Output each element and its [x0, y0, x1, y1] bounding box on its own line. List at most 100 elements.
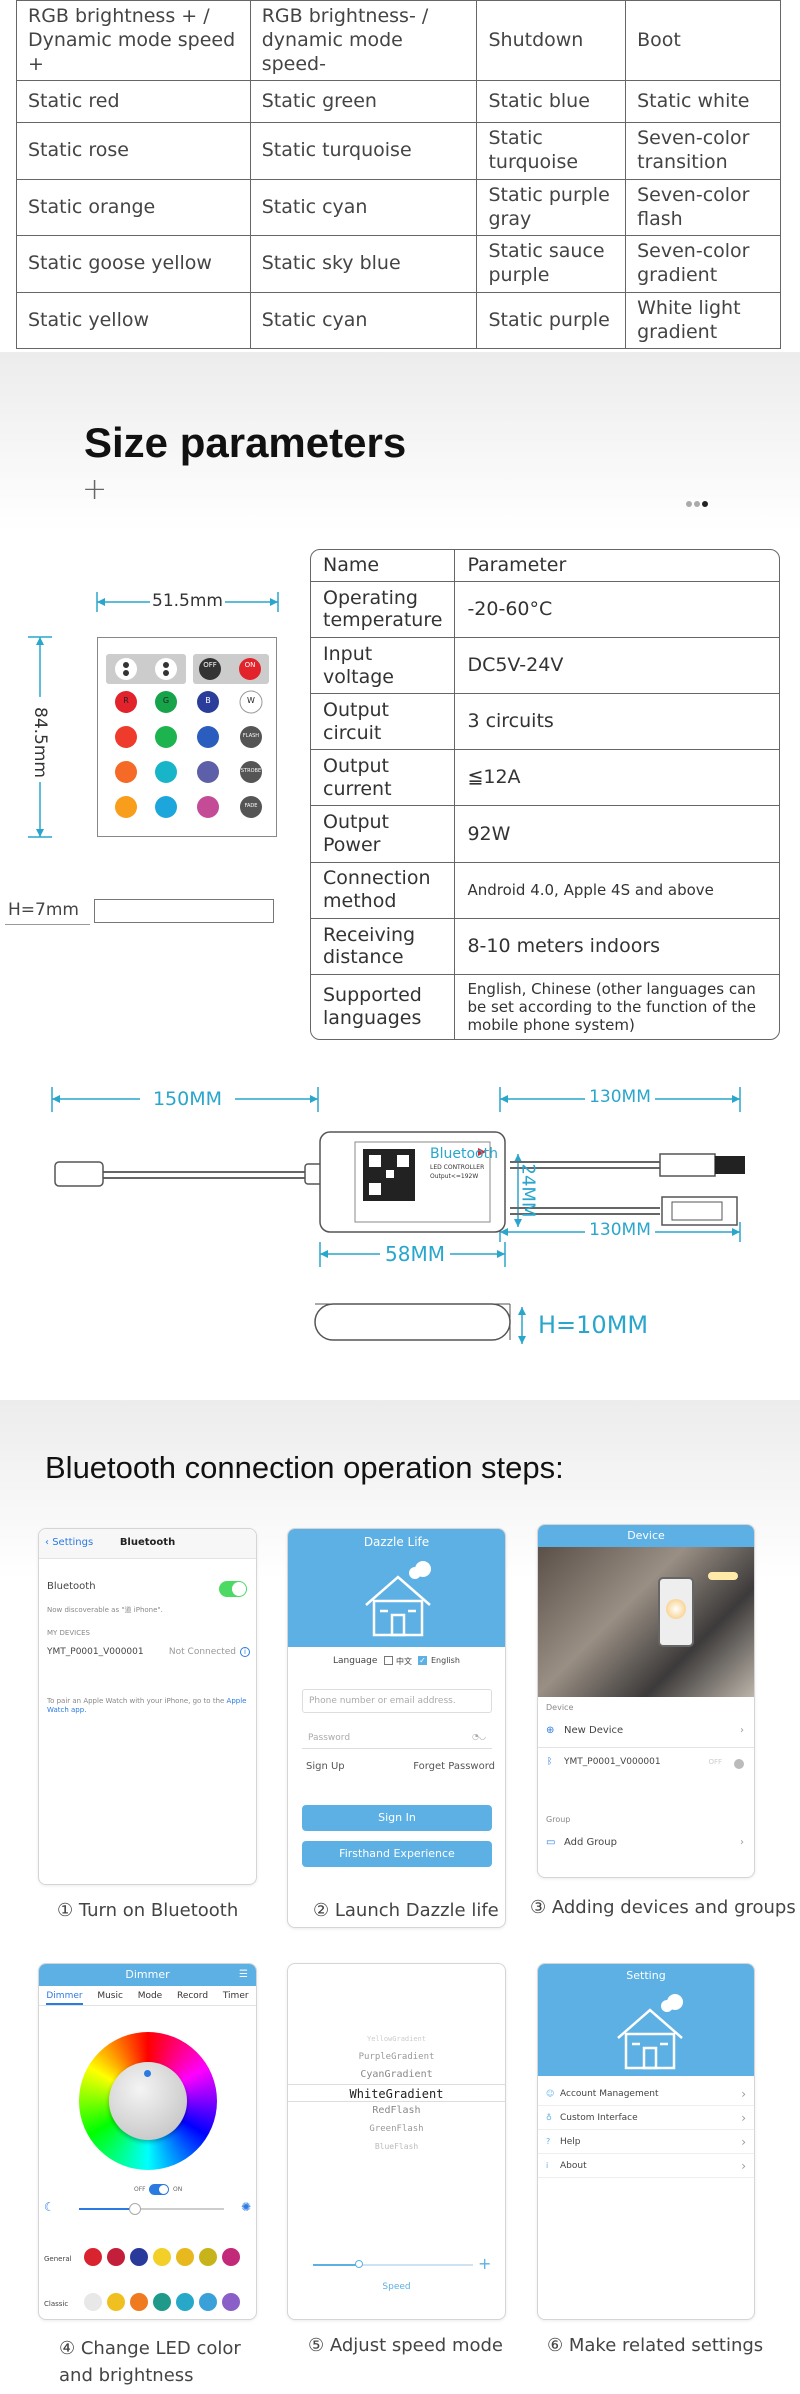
firsthand-experience-button[interactable]: Firsthand Experience [302, 1841, 492, 1867]
speed-slider[interactable] [313, 2260, 473, 2268]
mode-option[interactable]: RedFlash [372, 2105, 421, 2116]
parameter-name-cell: Input voltage [311, 637, 456, 695]
mode-option[interactable]: CyanGradient [360, 2069, 433, 2080]
g-key-label: G [162, 696, 170, 705]
general-color-swatches[interactable] [83, 2247, 253, 2267]
device-off-label: OFF [708, 1758, 722, 1766]
remote-keys [106, 654, 269, 818]
chevron-right-icon: › [741, 2111, 746, 2125]
parameter-value-cell: 8-10 meters indoors [455, 919, 779, 975]
parameter-name-cell: Output current [311, 750, 456, 807]
sign-in-button[interactable]: Sign In [302, 1805, 492, 1831]
settings-sliders-icon[interactable]: ☰ [239, 1969, 248, 1980]
device-header: Device [546, 1703, 574, 1712]
mode-table-header-cell: RGB brightness + / Dynamic mode speed + [16, 0, 251, 82]
bluetooth-label: Bluetooth [47, 1581, 96, 1592]
setting-item[interactable]: ☺Account Management› [538, 2082, 754, 2106]
brightness-slider[interactable] [79, 2203, 224, 2215]
step5-caption: ⑤ Adjust speed mode [308, 2335, 503, 2356]
tab-timer[interactable]: Timer [222, 1991, 249, 2001]
steps-title: Bluetooth connection operation steps: [45, 1450, 564, 1485]
device-row[interactable]: YMT_P0001_V000001 Not Connected i [39, 1647, 256, 1667]
remote-dimension-lines [28, 592, 279, 838]
add-group-row[interactable]: Add Group▭› [538, 1837, 754, 1857]
mode-option[interactable]: GreenFlash [369, 2124, 424, 2134]
mode-table-cell: Seven-color gradient [625, 235, 781, 293]
my-devices-header: MY DEVICES [47, 1629, 90, 1637]
mode-option[interactable]: WhiteGradient [288, 2084, 505, 2102]
mode-option[interactable]: BlueFlash [374, 2142, 419, 2151]
mode-table-cell: White light gradient [625, 291, 781, 350]
speed-plus-icon[interactable]: + [478, 2254, 492, 2273]
mode-table-cell: Static sauce purple [476, 235, 627, 293]
setting-item[interactable]: ♁Custom Interface› [538, 2106, 754, 2130]
bluetooth-toggle[interactable] [219, 1581, 247, 1597]
plus-circle-icon: ⊕ [546, 1725, 555, 1736]
mode-table-cell: Static yellow [16, 291, 251, 350]
classic-color-swatches[interactable] [83, 2292, 253, 2312]
mode-table-cell: Static turquoise [476, 122, 627, 180]
sun-icon: ✺ [240, 2200, 251, 2214]
group-icon: ▭ [546, 1837, 556, 1848]
power-toggle[interactable] [149, 2184, 169, 2195]
info-icon[interactable]: i [240, 1647, 250, 1657]
new-device-row[interactable]: New Device⊕› [538, 1725, 754, 1745]
controller-dimension-drawing: 150MM 130MM 130MM 58MM 24MM H=10MM Bluet… [0, 1082, 800, 1382]
classic-label: Classic [44, 2300, 69, 2308]
moon-icon: ☾ [44, 2200, 55, 2214]
on-key-label: ON [244, 661, 256, 669]
chevron-right-icon: › [740, 1725, 744, 1736]
help-icon: ? [546, 2137, 551, 2146]
forget-password-link[interactable]: Forget Password [413, 1761, 495, 1772]
sign-up-link[interactable]: Sign Up [306, 1761, 345, 1772]
section-title: Size parameters [84, 419, 407, 466]
mode-table-cell: Static rose [16, 122, 251, 180]
bluetooth-title: Bluetooth [119, 1537, 176, 1548]
back-label: Settings [52, 1537, 94, 1548]
phone-placeholder: Phone number or email address. [309, 1696, 456, 1706]
parameter-name-cell: Connection method [311, 862, 456, 919]
password-input[interactable]: Password◔◡ [302, 1729, 492, 1749]
dimmer-title: Dimmer [125, 1968, 170, 1981]
chinese-option: 中文 [396, 1657, 412, 1666]
r-key-label: R [123, 696, 129, 705]
phone-input[interactable]: Phone number or email address. [302, 1689, 492, 1713]
setting-item-label: About [560, 2161, 587, 2171]
step3-caption: ③ Adding devices and groups [530, 1897, 796, 1918]
mode-table-cell: Static red [16, 80, 251, 124]
mode-option[interactable]: PurpleGradient [358, 2052, 435, 2062]
mode-table-cell: Static turquoise [249, 122, 478, 180]
house-logo-icon [365, 1561, 431, 1637]
color-wheel[interactable] [79, 2032, 217, 2170]
tab-record[interactable]: Record [176, 1991, 209, 2001]
bluetooth-icon: ᛒ [547, 1757, 553, 1767]
step4-caption: ④ Change LED color and brightness [59, 2338, 241, 2386]
mode-table-header-row: RGB brightness + / Dynamic mode speed +R… [16, 0, 781, 82]
device-toggle[interactable] [734, 1759, 744, 1769]
strobe-key-label: STROBE [240, 768, 262, 774]
kitchen-photo [538, 1547, 754, 1697]
flash-key-label: FLASH [242, 733, 260, 739]
parameter-name-cell: Operating temperature [311, 581, 456, 638]
parameter-value-cell: -20-60°C [455, 582, 779, 638]
tab-music[interactable]: Music [97, 1991, 123, 2001]
tab-mode[interactable]: Mode [137, 1991, 163, 2001]
english-checkbox[interactable]: ✓ [418, 1656, 427, 1665]
back-button[interactable]: ‹ Settings [45, 1537, 94, 1548]
mode-option[interactable]: YellowGradient [366, 2035, 426, 2043]
eye-icon[interactable]: ◔◡ [472, 1732, 486, 1741]
dimmer-tabs: Dimmer Music Mode Record Timer [39, 1986, 256, 2006]
tab-dimmer[interactable]: Dimmer [46, 1986, 83, 2005]
mode-table-cell: Static cyan [249, 178, 478, 237]
chinese-checkbox[interactable] [384, 1656, 393, 1665]
apple-watch-link[interactable]: Apple Watch app. [47, 1697, 247, 1715]
setting-item[interactable]: ?Help› [538, 2130, 754, 2154]
